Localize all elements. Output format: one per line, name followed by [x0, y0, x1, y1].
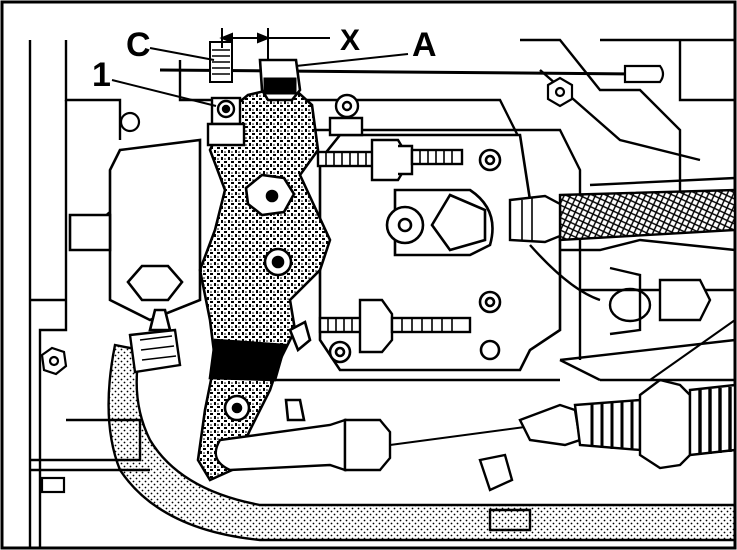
callout-1: 1 [92, 56, 111, 94]
stop-screw-1 [206, 93, 364, 147]
callout-c: C [126, 26, 151, 64]
dimension-x [219, 28, 330, 60]
pump-body [318, 133, 562, 372]
left-bracket [68, 138, 202, 332]
speckled-hose [107, 328, 737, 542]
callout-a: A [412, 26, 437, 64]
accelerator-cable-rod [159, 41, 665, 102]
callout-x: X [340, 24, 360, 57]
adjusting-screws [316, 138, 472, 354]
braided-fuel-line [508, 176, 737, 336]
leader-lines [111, 47, 409, 107]
lower-throttle-cable [214, 319, 737, 532]
